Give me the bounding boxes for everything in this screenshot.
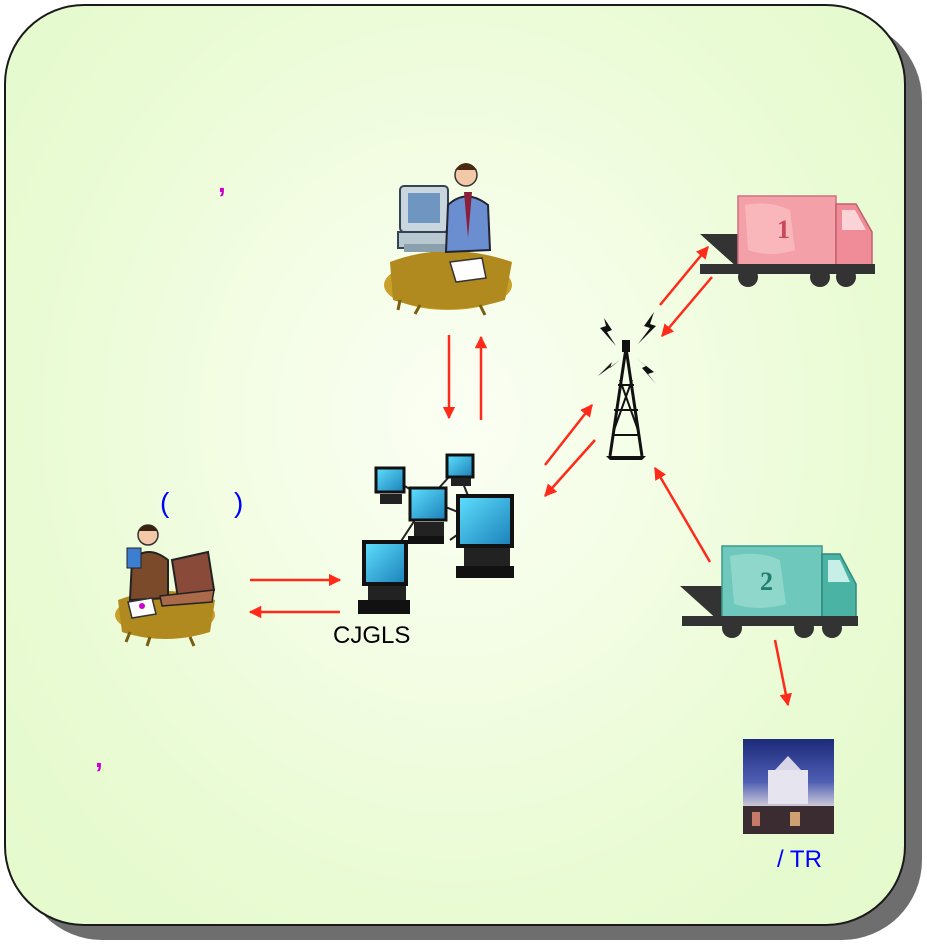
comma-mark-bottom: , xyxy=(95,742,103,773)
arrow-network-to-tower xyxy=(544,404,593,466)
truck-2-number: 2 xyxy=(760,567,773,596)
network-computer-icon xyxy=(408,486,448,544)
arrow-truck-2-to-tower xyxy=(653,466,712,563)
computer-network-icon xyxy=(358,453,514,614)
flow-arrows xyxy=(248,246,792,707)
arrow-tower-to-truck-1 xyxy=(659,246,709,306)
network-computer-icon xyxy=(358,540,410,614)
radio-tower-icon xyxy=(598,312,656,460)
radio-signal-icon xyxy=(636,358,656,384)
radio-signal-icon xyxy=(598,360,620,376)
arrow-tower-to-network xyxy=(544,439,596,497)
arrow-truck-1-to-tower xyxy=(661,276,713,337)
radio-signal-icon xyxy=(638,312,656,344)
office-worker-top-icon xyxy=(384,163,512,316)
network-computer-icon xyxy=(456,494,514,578)
truck-2-icon: 2 xyxy=(680,545,858,638)
truck-1-icon: 1 xyxy=(700,195,875,287)
paren-close: ) xyxy=(234,487,244,518)
arrow-truck-2-to-terminal xyxy=(773,639,792,707)
terminal-photo xyxy=(743,739,834,834)
truck-1-number: 1 xyxy=(777,215,790,244)
radio-signal-icon xyxy=(600,318,616,346)
network-label: CJGLS xyxy=(333,622,411,649)
terminal-label: / TR xyxy=(777,846,822,873)
comma-mark-top: , xyxy=(218,167,226,198)
network-computer-icon xyxy=(445,453,475,486)
network-computer-icon xyxy=(374,466,406,504)
paren-open: ( xyxy=(160,487,170,518)
office-worker-left-icon xyxy=(115,524,216,647)
